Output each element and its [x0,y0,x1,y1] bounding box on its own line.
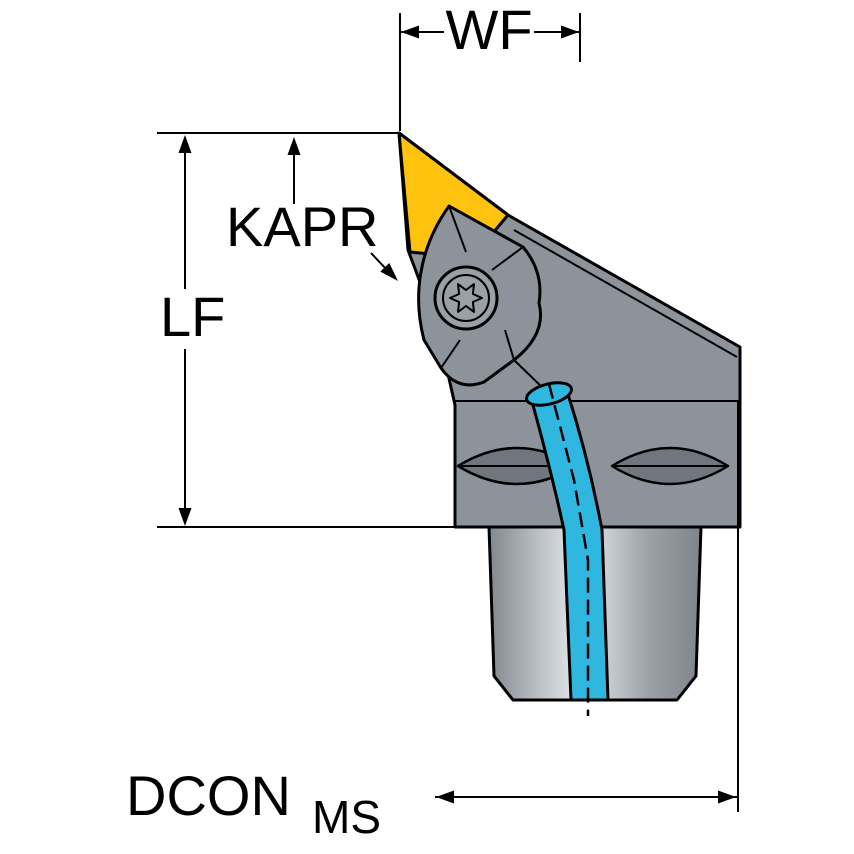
dcon-subscript-label: MS [312,791,381,843]
kapr-arrow-up-icon [287,137,301,155]
clamp-screw-rim [442,274,490,322]
dimension-dcon: DCON MS [126,402,739,843]
clamp-ridge-2 [491,246,524,271]
lf-label: LF [160,285,225,348]
dcon-label: DCON [126,764,291,827]
coolant-opening [525,381,573,407]
clamp-screw-boss [433,265,499,331]
wf-arrow-left-icon [401,25,419,39]
top-face-chamfer-line [513,229,738,358]
kapr-arrow-diag-icon [380,263,398,281]
lf-arrow-up-icon [178,135,192,153]
torx-screw-icon [449,283,483,313]
clamp-ridge-4 [504,329,515,361]
wf-label: WF [445,0,532,61]
kapr-arrow-diag-line [370,252,388,271]
dcon-arrow-left-icon [436,790,454,804]
tool-holder [397,131,742,716]
dimension-kapr: KAPR [226,137,398,281]
lf-arrow-down-icon [178,508,192,526]
coolant-channel [525,381,610,716]
coolant-centerline [547,383,590,716]
dcon-arrow-right-icon [718,790,736,804]
kapr-label: KAPR [226,195,379,258]
clamp-ridge-3 [440,339,461,369]
dimension-wf: WF [399,0,581,131]
wf-arrow-right-icon [561,25,579,39]
insert-clamp [417,204,546,391]
dimension-lf: LF [157,132,455,528]
clamp-ridge-1 [448,205,467,253]
